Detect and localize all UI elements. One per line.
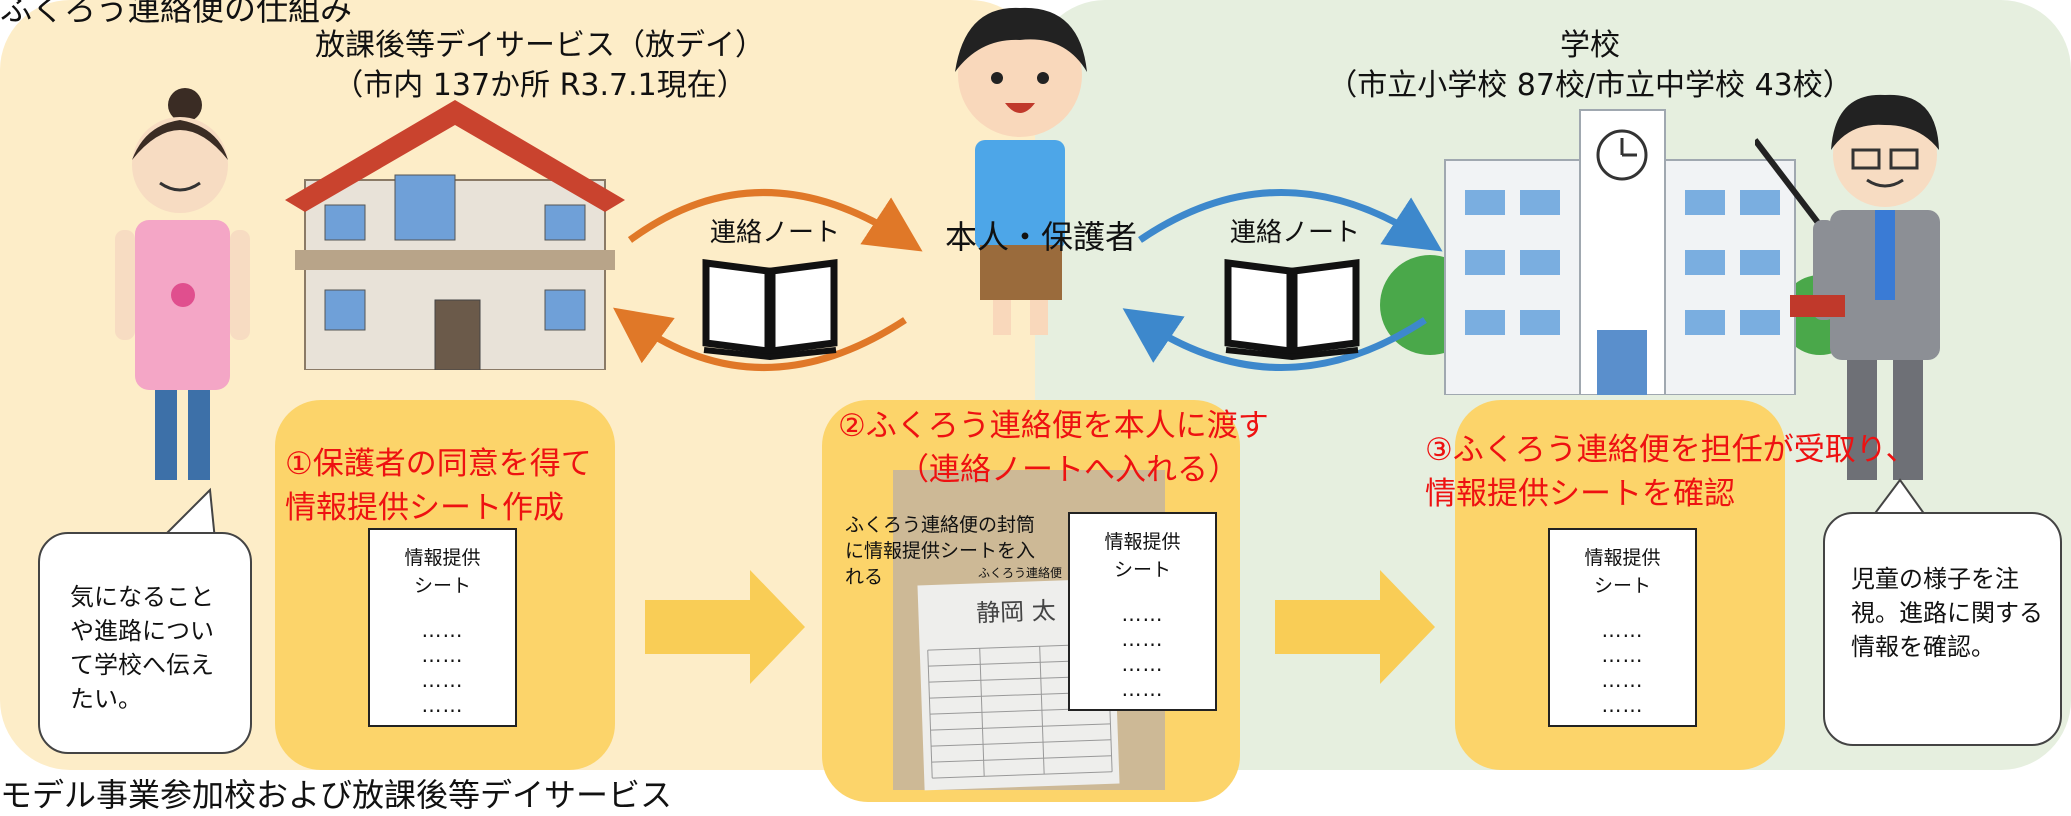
info-sheet-dots: ……: [1121, 652, 1164, 676]
parent-speech-bubble: 気になることや進路について学校へ伝えたい。: [38, 532, 252, 754]
flow-arrow-1: [645, 570, 805, 684]
info-sheet-title: シート: [413, 575, 471, 597]
teacher-illustration: [1755, 94, 1940, 480]
caregiver-illustration: [115, 88, 250, 480]
info-sheet-title: シート: [1593, 575, 1651, 597]
child-illustration: [955, 7, 1087, 335]
orange-arrow-bottom: [613, 307, 907, 371]
info-sheet-dots: ……: [1601, 618, 1644, 642]
info-sheet-title: シート: [1113, 559, 1171, 581]
center-person-label: 本人・保護者: [945, 218, 1138, 256]
step3-label: ③ふくろう連絡便を担任が受取り、 情報提供シートを確認: [1425, 432, 1917, 512]
parent-speech-text: 気になることや進路について学校へ伝えたい。: [70, 583, 214, 713]
info-sheet-dots: ……: [1121, 627, 1164, 651]
info-sheet-dots: ……: [1601, 693, 1644, 717]
info-sheet-title: 情報提供: [1584, 547, 1661, 569]
info-sheet-1: 情報提供 シート …… …… …… ……: [368, 528, 517, 727]
school-detail: （市立小学校 87校/市立中学校 43校）: [1327, 68, 1853, 103]
info-sheet-dots: ……: [421, 693, 464, 717]
blue-arrow-top: [1138, 189, 1443, 252]
notebook-left-label: 連絡ノート: [710, 218, 841, 248]
envelope-photo-header: ふくろう連絡便: [978, 566, 1063, 580]
facility-heading: 放課後等デイサービス（放デイ） （市内 137か所 R3.7.1現在）: [300, 26, 780, 106]
notebook-right-label: 連絡ノート: [1230, 218, 1361, 248]
school-name: 学校: [1560, 28, 1620, 63]
info-sheet-title: 情報提供: [404, 547, 481, 569]
school-heading: 学校 （市立小学校 87校/市立中学校 43校）: [1310, 26, 1870, 106]
info-sheet-title: 情報提供: [1104, 531, 1181, 553]
info-sheet-2: 情報提供 シート …… …… …… ……: [1068, 512, 1217, 711]
info-sheet-dots: ……: [421, 618, 464, 642]
teacher-speech-text: 児童の様子を注視。進路に関する情報を確認。: [1851, 565, 2043, 661]
step2-label: ②ふくろう連絡便を本人に渡す （連絡ノートへ入れる）: [838, 408, 1269, 488]
info-sheet-dots: ……: [1121, 677, 1164, 701]
flow-arrow-2: [1275, 570, 1435, 684]
facility-name: 放課後等デイサービス（放デイ）: [315, 28, 765, 63]
info-sheet-3: 情報提供 シート …… …… …… ……: [1548, 528, 1697, 727]
facility-detail: （市内 137か所 R3.7.1現在）: [333, 68, 747, 103]
school-building-illustration: [1380, 109, 1845, 395]
blue-arrow-bottom: [1122, 308, 1427, 371]
open-book-icon-right: [1224, 259, 1360, 360]
envelope-note: ふくろう連絡便の封筒に情報提供シートを入れる: [845, 514, 1036, 588]
open-book-icon-left: [702, 259, 838, 360]
info-sheet-dots: ……: [421, 668, 464, 692]
info-sheet-dots: ……: [1601, 668, 1644, 692]
top-title: ふくろう連絡便の仕組み: [0, 0, 353, 28]
info-sheet-dots: ……: [1121, 602, 1164, 626]
teacher-speech-bubble: 児童の様子を注視。進路に関する情報を確認。: [1823, 512, 2062, 746]
daycare-house-illustration: [285, 100, 625, 370]
info-sheet-dots: ……: [421, 643, 464, 667]
info-sheet-dots: ……: [1601, 643, 1644, 667]
orange-arrow-top: [627, 189, 923, 252]
step1-label: ①保護者の同意を得て 情報提供シート作成: [285, 446, 592, 526]
